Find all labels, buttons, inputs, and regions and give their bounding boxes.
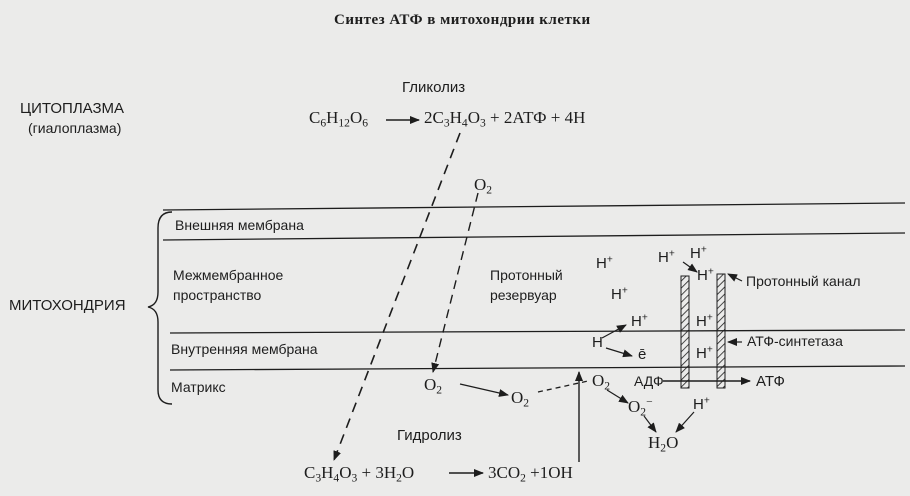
superoxide-to-water-arrow [643, 415, 657, 433]
hydrolysis-products: 3CO2 +1OH [488, 463, 573, 485]
outer-membrane-bottom [162, 232, 906, 241]
h-atom: H [592, 334, 603, 351]
outer-membrane-top [162, 202, 906, 211]
proton-reservoir-label-2: резервуар [490, 287, 557, 303]
intermembrane-label-1: Межмембранное [173, 267, 284, 283]
hplus-to-water-arrow [675, 411, 695, 433]
inner-membrane-label: Внутренняя мембрана [171, 341, 318, 357]
outer-membrane-label: Внешняя мембрана [175, 217, 304, 233]
water: H2O [648, 433, 679, 455]
o2-dashed-arrow [431, 192, 479, 373]
pyruvate-dashed-arrow [333, 132, 461, 461]
h-plus-top-2: H+ [690, 244, 707, 262]
inner-membrane-top [169, 329, 906, 334]
glycolysis-label: Гликолиз [402, 79, 466, 96]
membrane-lines [162, 202, 906, 371]
glycolysis-product: 2C3H4O3 + 2АТФ + 4H [424, 108, 586, 130]
hydrolysis-reactants: C3H4O3 + 3H2O [304, 463, 415, 485]
h-to-hplus-arrow [601, 324, 627, 339]
h-plus-inner: H+ [631, 312, 648, 330]
proton-reservoir-label-1: Протонный [490, 267, 563, 283]
intermembrane-label-2: пространство [173, 287, 262, 303]
cytoplasm-sub-label: (гиалоплазма) [28, 120, 122, 136]
o2-matrix-1: O2 [424, 375, 443, 397]
proton-channel-right-wall [716, 273, 726, 389]
inner-membrane-bottom [169, 365, 906, 371]
electron-arrow [605, 347, 633, 358]
h-plus-top-1: H+ [658, 248, 675, 266]
hydrolysis-label: Гидролиз [397, 427, 462, 444]
h-plus-reservoir-1: H+ [596, 254, 613, 272]
superoxide: O2− [628, 395, 653, 419]
o2-matrix-2: O2 [511, 388, 530, 410]
proton-channel-left-wall [680, 275, 690, 389]
channel-label-arrow [727, 273, 743, 282]
electron: ē [638, 346, 647, 363]
cytoplasm-label: ЦИТОПЛАЗМА [20, 100, 125, 117]
o2-matrix-3: O2 [592, 371, 611, 393]
atp-synthase-label: АТФ-синтетаза [747, 333, 843, 349]
adp-label: АДФ [634, 373, 664, 389]
mitochondria-label: МИТОХОНДРИЯ [9, 297, 126, 314]
h-plus-channel-1: H+ [697, 266, 714, 284]
glycolysis-reactant: C6H12O6 [309, 108, 369, 130]
o2-to-superoxide-arrow [606, 389, 629, 404]
diagram-title: Синтез АТФ в митохондрии клетки [334, 12, 591, 28]
proton-channel-label: Протонный канал [746, 273, 861, 289]
o2-to-o2-dashed [537, 380, 589, 393]
o2-cytoplasm: O2 [474, 175, 493, 197]
h-plus-matrix: H+ [693, 395, 710, 413]
matrix-label: Матрикс [171, 379, 226, 395]
atp-label: АТФ [756, 373, 785, 390]
o2-to-o2-arrow [459, 383, 509, 397]
h-plus-channel-2: H+ [696, 312, 713, 330]
mitochondria-brace [147, 211, 173, 405]
h-plus-reservoir-2: H+ [611, 285, 628, 303]
h-plus-channel-3: H+ [696, 344, 713, 362]
hplus-entry-arrow [682, 261, 698, 273]
